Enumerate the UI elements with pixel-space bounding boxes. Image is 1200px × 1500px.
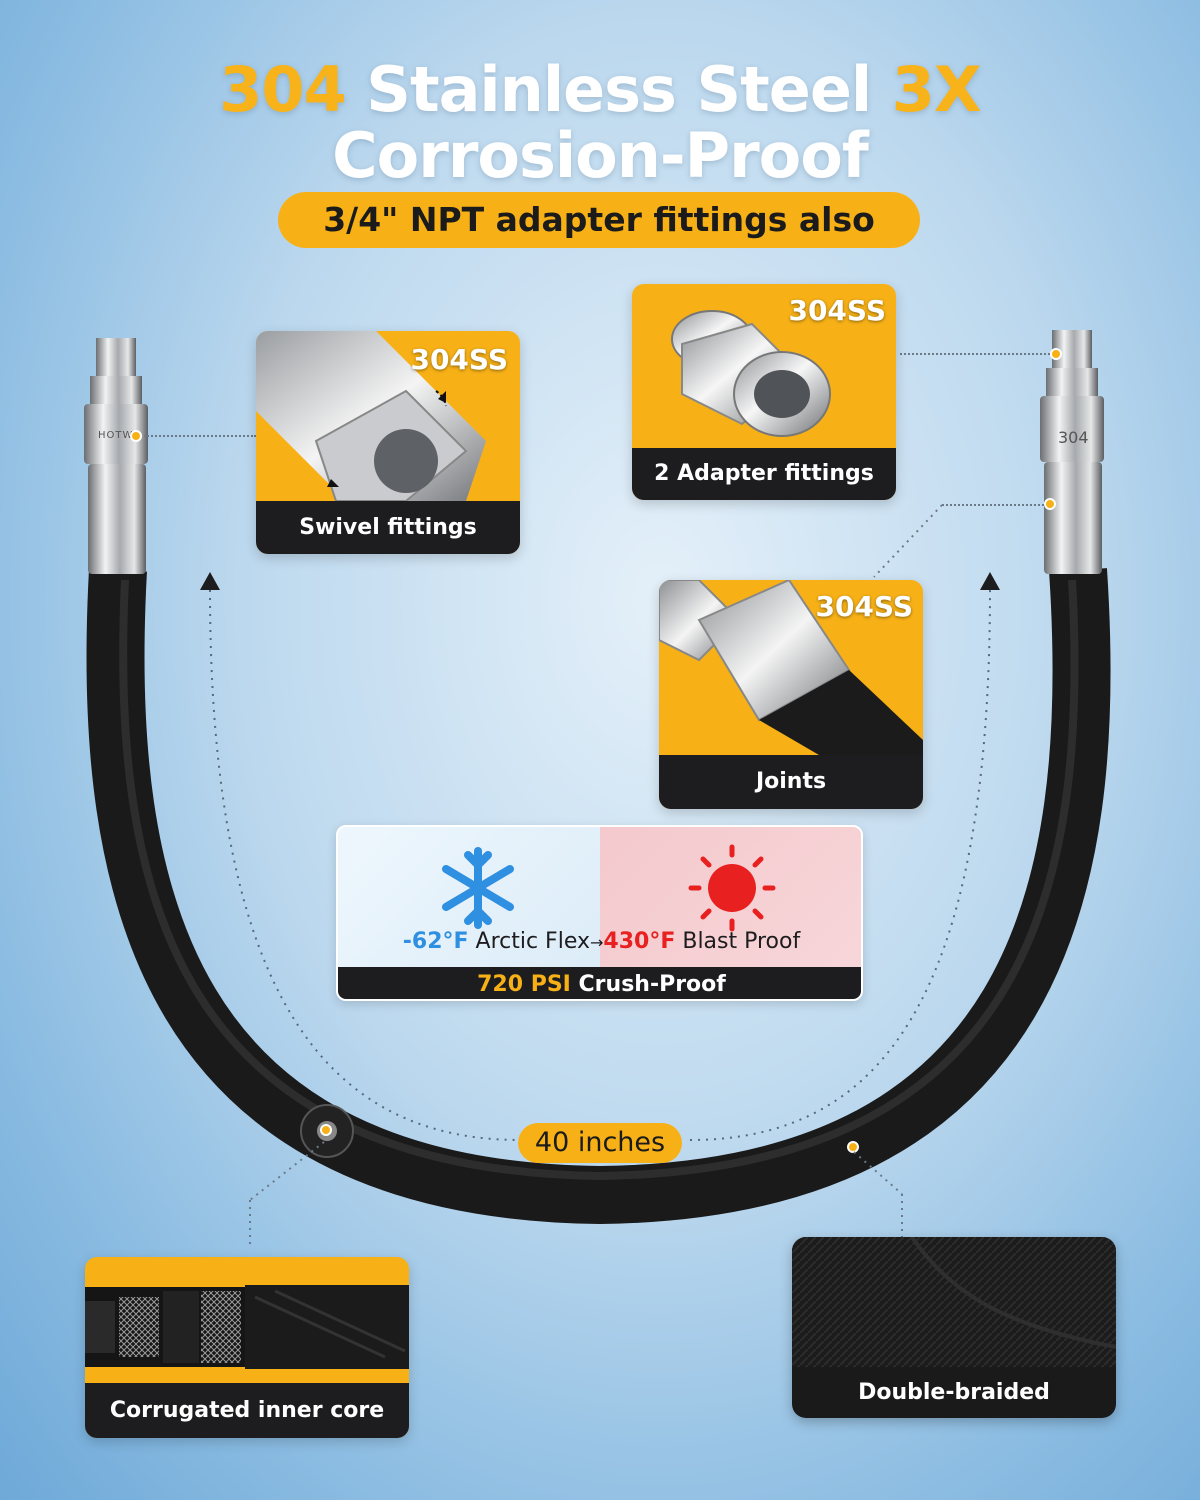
hose-highlight: [119, 579, 1079, 1181]
right-swivel-nut: [1040, 396, 1104, 462]
subline-text: 3/4" NPT adapter fittings also: [323, 200, 875, 239]
braid-caption: Double-braided: [858, 1380, 1050, 1405]
range-arrow: →: [590, 933, 604, 952]
adapter-leader: [900, 353, 1050, 355]
temp-range-row: -62°F Arctic Flex→430°F Blast Proof: [338, 929, 861, 954]
core-caption: Corrugated inner core: [85, 1383, 409, 1438]
left-fitting-mark: HOTW: [98, 430, 134, 441]
swivel-dot: [130, 430, 142, 442]
braid-leader: [853, 1151, 903, 1246]
cold-label: Arctic Flex: [468, 929, 590, 954]
joints-photo: [659, 580, 923, 755]
cold-value: -62°F: [402, 929, 469, 954]
left-swivel-nut: [84, 404, 148, 464]
swivel-photo: [256, 331, 486, 501]
headline-3x: 3X: [891, 53, 982, 126]
subline-pill: 3/4" NPT adapter fittings also: [278, 192, 920, 248]
adapter-dot: [1050, 348, 1062, 360]
headline-line-1: 304 Stainless Steel 3X: [0, 58, 1200, 122]
length-pill: 40 inches: [518, 1123, 682, 1163]
swivel-caption: Swivel fittings: [256, 501, 520, 554]
sun-icon: [688, 844, 776, 932]
core-photo: [85, 1285, 409, 1369]
joint-leader-diag: [873, 504, 943, 578]
swivel-badge: 304SS: [410, 343, 508, 376]
left-thread: [96, 338, 136, 378]
length-arc: [209, 589, 991, 1141]
joints-caption: Joints: [659, 755, 923, 809]
headline-line-2: Corrosion-Proof: [332, 119, 869, 192]
right-ferrule: [1044, 462, 1102, 574]
left-ferrule: [88, 464, 146, 574]
temperature-panel: -62°F Arctic Flex→430°F Blast Proof 720 …: [336, 825, 863, 1001]
joints-card: 304SS Joints: [659, 580, 923, 809]
adapter-card: 304SS 2 Adapter fittings: [632, 284, 896, 500]
joints-badge: 304SS: [815, 590, 913, 623]
core-dot: [320, 1124, 332, 1136]
swivel-leader: [144, 435, 256, 437]
pressure-value: 720 PSI: [477, 972, 571, 997]
adapter-photo: [671, 310, 831, 437]
hot-label: Blast Proof: [675, 929, 801, 954]
pressure-bar: 720 PSI Crush-Proof: [338, 967, 861, 999]
pressure-label: Crush-Proof: [570, 972, 726, 997]
braid-dot: [847, 1141, 859, 1153]
headline-stainless: Stainless Steel: [345, 53, 892, 126]
hose-body: [86, 568, 1111, 1225]
braid-photo: [792, 1237, 1116, 1367]
adapter-caption: 2 Adapter fittings: [632, 448, 896, 500]
core-leader: [249, 1141, 325, 1248]
adapter-badge: 304SS: [788, 294, 886, 327]
right-nipple-hex: [1046, 368, 1098, 398]
hot-value: 430°F: [603, 929, 676, 954]
arrow-up-icon-right: [980, 572, 1000, 590]
braid-card: Double-braided: [792, 1237, 1116, 1418]
joint-leader-h: [942, 504, 1044, 506]
core-card: Corrugated inner core: [85, 1257, 409, 1438]
left-nipple-hex: [90, 376, 142, 406]
snowflake-icon: [442, 847, 514, 929]
headline-304: 304: [219, 53, 346, 126]
arrow-up-icon: [200, 572, 220, 590]
swivel-card: 304SS Swivel fittings: [256, 331, 520, 554]
length-label: 40 inches: [534, 1127, 666, 1158]
right-fitting-mark: 304: [1058, 428, 1089, 447]
joint-dot: [1044, 498, 1056, 510]
